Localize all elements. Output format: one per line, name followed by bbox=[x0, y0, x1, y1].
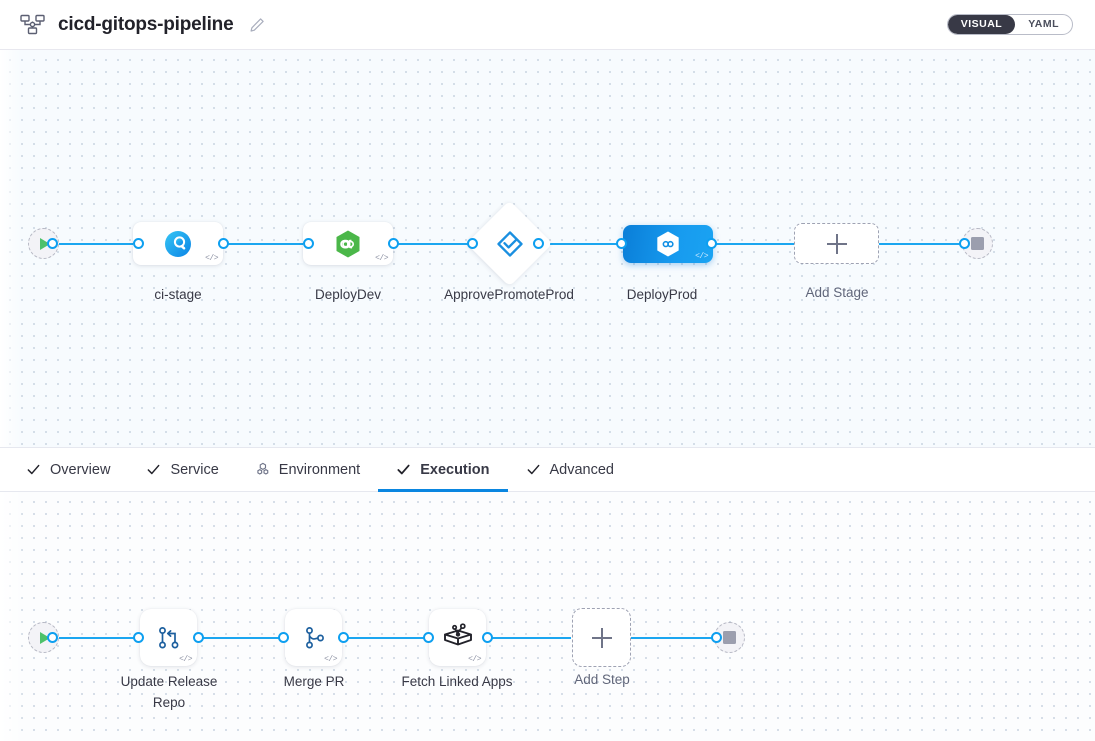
stage-config-tabs[interactable]: Overview Service Environment Execution bbox=[0, 447, 1095, 492]
port-ci-in[interactable] bbox=[133, 238, 144, 249]
code-badge: </> bbox=[695, 252, 708, 261]
steps-canvas[interactable]: </> Update Release Repo </> Merge PR bbox=[0, 492, 1095, 741]
tab-overview[interactable]: Overview bbox=[22, 448, 128, 491]
port-fetch-out[interactable] bbox=[482, 632, 493, 643]
hexagon-cluster-icon bbox=[255, 462, 270, 477]
port-step-start-out[interactable] bbox=[47, 632, 58, 643]
plus-icon bbox=[592, 628, 612, 648]
edge-deployprod-to-addstage bbox=[710, 243, 798, 245]
port-deploydev-out[interactable] bbox=[388, 238, 399, 249]
check-icon bbox=[526, 462, 541, 477]
stage-label-deploydev: DeployDev bbox=[283, 284, 413, 305]
port-update-out[interactable] bbox=[193, 632, 204, 643]
check-icon bbox=[396, 462, 411, 477]
port-approval-out[interactable] bbox=[533, 238, 544, 249]
edge-fetch-to-addstep bbox=[491, 637, 571, 639]
step-label-update-release-repo: Update Release Repo bbox=[104, 671, 234, 713]
harness-box-icon bbox=[441, 622, 475, 654]
stage-node-deployprod[interactable]: </> bbox=[623, 225, 713, 263]
header-bar: cicd-gitops-pipeline VISUAL YAML bbox=[0, 0, 1095, 50]
green-hexagon-deploy-icon bbox=[334, 229, 362, 259]
code-badge: </> bbox=[205, 254, 218, 263]
edge-deploydev-to-approval bbox=[398, 243, 476, 245]
edge-addstage-to-end bbox=[878, 243, 968, 245]
step-label-merge-pr: Merge PR bbox=[249, 671, 379, 692]
code-badge: </> bbox=[179, 655, 192, 664]
edge-step-start-to-update bbox=[52, 637, 142, 639]
plus-icon bbox=[827, 234, 847, 254]
tab-execution[interactable]: Execution bbox=[378, 448, 507, 491]
add-stage-button[interactable] bbox=[794, 223, 879, 264]
pipeline-hierarchy-icon bbox=[20, 14, 46, 36]
stage-label-approval: ApprovePromoteProd bbox=[444, 284, 574, 305]
git-update-branch-icon bbox=[154, 623, 184, 653]
edge-approval-to-deployprod bbox=[542, 243, 624, 245]
step-node-fetch-linked-apps[interactable]: </> bbox=[429, 609, 486, 666]
check-icon bbox=[26, 462, 41, 477]
check-icon bbox=[146, 462, 161, 477]
port-ci-out[interactable] bbox=[218, 238, 229, 249]
port-merge-in[interactable] bbox=[278, 632, 289, 643]
port-end-in[interactable] bbox=[959, 238, 970, 249]
stage-node-deploydev[interactable]: </> bbox=[303, 222, 393, 265]
header-left-group: cicd-gitops-pipeline bbox=[20, 14, 265, 36]
add-step-label: Add Step bbox=[537, 669, 667, 690]
port-deployprod-out[interactable] bbox=[706, 238, 717, 249]
code-badge: </> bbox=[375, 254, 388, 263]
git-merge-icon bbox=[299, 623, 329, 653]
port-deployprod-in[interactable] bbox=[616, 238, 627, 249]
stop-square-icon bbox=[971, 237, 984, 250]
step-label-fetch-linked-apps: Fetch Linked Apps bbox=[392, 671, 522, 692]
port-update-in[interactable] bbox=[133, 632, 144, 643]
port-start-out[interactable] bbox=[47, 238, 58, 249]
step-node-merge-pr[interactable]: </> bbox=[285, 609, 342, 666]
edge-addstep-to-end bbox=[631, 637, 721, 639]
edge-update-to-merge bbox=[202, 637, 288, 639]
port-merge-out[interactable] bbox=[338, 632, 349, 643]
stop-square-icon bbox=[723, 631, 736, 644]
tab-label-execution: Execution bbox=[420, 462, 489, 478]
port-deploydev-in[interactable] bbox=[303, 238, 314, 249]
tab-advanced[interactable]: Advanced bbox=[508, 448, 633, 491]
stage-label-deployprod: DeployProd bbox=[597, 284, 727, 305]
tab-label-service: Service bbox=[170, 462, 218, 478]
stage-node-ci-stage[interactable]: </> bbox=[133, 222, 223, 265]
white-hexagon-deploy-icon bbox=[655, 230, 681, 258]
tab-label-environment: Environment bbox=[279, 462, 360, 478]
tab-label-advanced: Advanced bbox=[550, 462, 615, 478]
port-fetch-in[interactable] bbox=[423, 632, 434, 643]
tab-label-overview: Overview bbox=[50, 462, 110, 478]
port-approval-in[interactable] bbox=[467, 238, 478, 249]
add-stage-label: Add Stage bbox=[772, 282, 902, 303]
toggle-option-yaml[interactable]: YAML bbox=[1015, 15, 1072, 34]
tab-environment[interactable]: Environment bbox=[237, 448, 378, 491]
code-badge: </> bbox=[324, 655, 337, 664]
edge-merge-to-fetch bbox=[347, 637, 433, 639]
page-title: cicd-gitops-pipeline bbox=[58, 14, 233, 36]
edge-start-to-ci bbox=[52, 243, 142, 245]
visual-yaml-toggle[interactable]: VISUAL YAML bbox=[947, 14, 1073, 35]
code-badge: </> bbox=[468, 655, 481, 664]
stage-label-ci-stage: ci-stage bbox=[113, 284, 243, 305]
tab-service[interactable]: Service bbox=[128, 448, 236, 491]
port-step-end-in[interactable] bbox=[711, 632, 722, 643]
stages-canvas[interactable]: </> ci-stage </> DeployDev Approv bbox=[0, 50, 1095, 447]
approval-diamond-check-icon bbox=[479, 213, 540, 274]
pencil-icon[interactable] bbox=[245, 17, 265, 33]
harness-ci-icon bbox=[163, 229, 193, 259]
add-step-button[interactable] bbox=[572, 608, 631, 667]
step-node-update-release-repo[interactable]: </> bbox=[140, 609, 197, 666]
toggle-option-visual[interactable]: VISUAL bbox=[948, 15, 1016, 34]
